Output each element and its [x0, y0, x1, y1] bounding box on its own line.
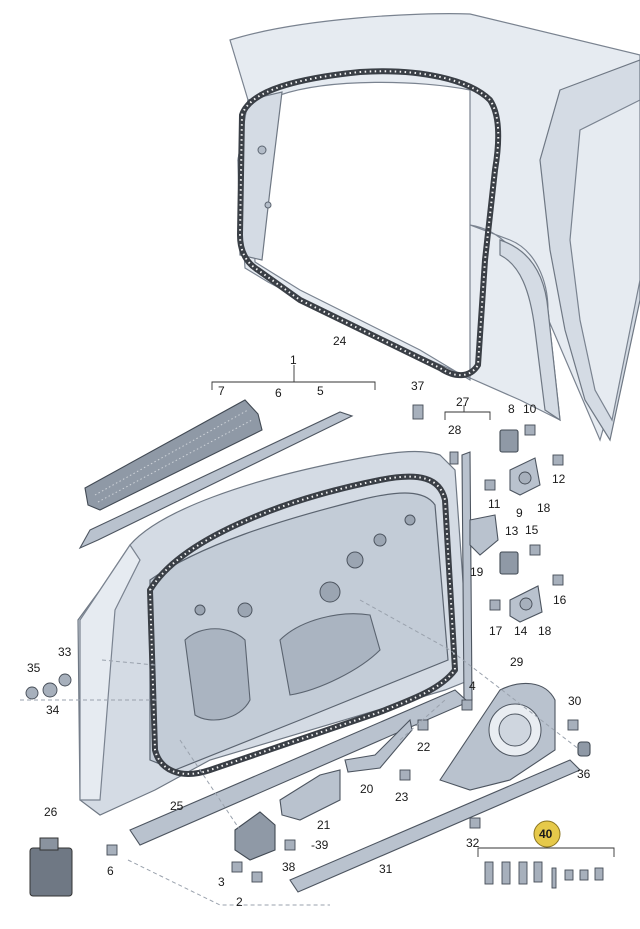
- label-13: 13: [505, 524, 519, 538]
- label-40: 40: [539, 827, 553, 841]
- label-39: -39: [311, 838, 329, 852]
- label-7: 7: [218, 384, 225, 398]
- label-25: 25: [170, 799, 184, 813]
- label-4: 4: [469, 679, 476, 693]
- label-29: 29: [510, 655, 524, 669]
- body-frame: [229, 13, 640, 442]
- part-36: [577, 741, 591, 757]
- label-19: 19: [470, 565, 484, 579]
- label-21: 21: [317, 818, 331, 832]
- highlight-circle-40: [533, 820, 561, 848]
- label-5: 5: [317, 384, 324, 398]
- label-16: 16: [553, 593, 567, 607]
- bolts: [106, 404, 579, 883]
- strip-7: [84, 399, 263, 511]
- label-17: 17: [489, 624, 503, 638]
- part-38: [234, 811, 276, 861]
- label-27: 27: [456, 395, 470, 409]
- label-14: 14: [514, 624, 528, 638]
- label-32: 32: [466, 836, 480, 850]
- label-26: 26: [44, 805, 58, 819]
- strip-31: [289, 759, 581, 893]
- label-18a: 18: [537, 501, 551, 515]
- leaders: [211, 365, 491, 420]
- label-1: 1: [290, 353, 297, 367]
- label-30: 30: [568, 694, 582, 708]
- label-10: 10: [523, 402, 537, 416]
- part-34: [42, 682, 58, 698]
- part-labels: 1 2 3 4 5 6 6 7 8 9 10 11 12 13 14 15 16…: [27, 334, 591, 909]
- dashed-leaders: [20, 599, 581, 906]
- label-22: 22: [417, 740, 431, 754]
- label-2: 2: [236, 895, 243, 909]
- label-38: 38: [282, 860, 296, 874]
- body-seal-24: [237, 68, 502, 379]
- label-11: 11: [488, 497, 501, 511]
- door-shell: [77, 450, 471, 816]
- label-37: 37: [411, 379, 425, 393]
- label-9: 9: [516, 506, 523, 520]
- part-35: [25, 686, 39, 700]
- part-33: [58, 673, 72, 687]
- label-6b: 6: [107, 864, 114, 878]
- label-3: 3: [218, 875, 225, 889]
- strip-5: [78, 411, 354, 550]
- label-20: 20: [360, 782, 374, 796]
- container-26: [29, 837, 73, 897]
- label-15: 15: [525, 523, 539, 537]
- upper-hinge: [499, 429, 541, 496]
- label-36: 36: [577, 767, 591, 781]
- door-seal-25: [147, 473, 458, 777]
- label-31: 31: [379, 862, 393, 876]
- label-23: 23: [395, 790, 409, 804]
- kit-40: [477, 820, 615, 889]
- label-8: 8: [508, 402, 515, 416]
- label-6a: 6: [275, 386, 282, 400]
- check-19: [469, 514, 499, 556]
- label-28: 28: [448, 423, 462, 437]
- label-35: 35: [27, 661, 41, 675]
- lower-hinge: [499, 551, 543, 623]
- label-33: 33: [58, 645, 72, 659]
- label-18b: 18: [538, 624, 552, 638]
- part-21: [279, 769, 341, 821]
- label-24: 24: [333, 334, 347, 348]
- label-12: 12: [552, 472, 566, 486]
- bracket-29: [439, 682, 556, 791]
- label-34: 34: [46, 703, 60, 717]
